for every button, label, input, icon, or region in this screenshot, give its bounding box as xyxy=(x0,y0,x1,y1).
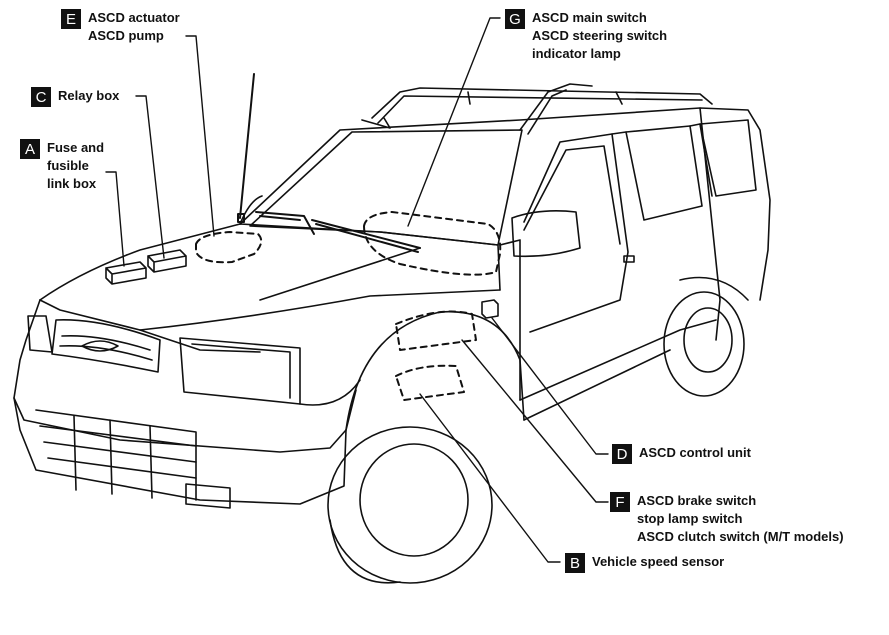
leader-e xyxy=(185,35,215,237)
callout-b-line-1: Vehicle speed sensor xyxy=(592,554,725,569)
callout-b: B Vehicle speed sensor xyxy=(565,553,724,573)
control-unit-outline xyxy=(395,310,477,351)
callout-d-line-1: ASCD control unit xyxy=(639,445,751,460)
callout-c-text: Relay box xyxy=(58,87,119,105)
callout-d-text: ASCD control unit xyxy=(639,444,751,462)
callout-f-line-3: ASCD clutch switch (M/T models) xyxy=(637,529,844,544)
callout-d-badge: D xyxy=(612,444,632,464)
grille xyxy=(51,319,161,373)
switch-outline xyxy=(363,211,502,276)
relay-box-shape xyxy=(147,249,187,273)
front-bumper xyxy=(13,397,347,505)
callout-f: F ASCD brake switch stop lamp switch ASC… xyxy=(610,492,844,546)
callout-c-badge: C xyxy=(31,87,51,107)
components xyxy=(105,249,499,319)
vehicle-body xyxy=(13,107,771,584)
rear-wheel xyxy=(663,291,745,397)
callout-a-text: Fuse and fusible link box xyxy=(47,139,104,193)
callout-f-badge: F xyxy=(610,492,630,512)
fog-lamp xyxy=(185,483,231,509)
callout-e-text: ASCD actuator ASCD pump xyxy=(88,9,180,45)
callout-e-badge: E xyxy=(61,9,81,29)
leader-a xyxy=(105,171,125,267)
callout-g-line-3: indicator lamp xyxy=(532,46,621,61)
roof-rack xyxy=(361,83,713,135)
callout-g: G ASCD main switch ASCD steering switch … xyxy=(505,9,667,63)
callout-f-line-1: ASCD brake switch xyxy=(637,493,757,508)
leader-c xyxy=(135,95,165,259)
callout-e: E ASCD actuator ASCD pump xyxy=(61,9,180,45)
callout-f-text: ASCD brake switch stop lamp switch ASCD … xyxy=(637,492,844,546)
callout-c: C Relay box xyxy=(31,87,119,107)
leader-lines xyxy=(105,17,609,563)
callout-b-badge: B xyxy=(565,553,585,573)
callout-e-line-2: ASCD pump xyxy=(88,28,164,43)
callout-a-line-1: Fuse and xyxy=(47,140,105,155)
leader-f xyxy=(461,339,609,503)
callout-g-line-1: ASCD main switch xyxy=(532,10,647,25)
antenna xyxy=(237,73,255,223)
callout-e-line-1: ASCD actuator xyxy=(88,10,180,25)
callout-g-text: ASCD main switch ASCD steering switch in… xyxy=(532,9,667,63)
callout-a: A Fuse and fusible link box xyxy=(20,139,104,193)
callout-g-badge: G xyxy=(505,9,525,29)
leader-d xyxy=(491,317,609,455)
callout-a-badge: A xyxy=(20,139,40,159)
leader-g xyxy=(407,17,501,227)
fuse-box-shape xyxy=(105,261,147,285)
side-mirror xyxy=(511,210,581,258)
callout-g-line-2: ASCD steering switch xyxy=(532,28,668,43)
callout-a-line-3: link box xyxy=(47,176,97,191)
callout-d: D ASCD control unit xyxy=(612,444,751,464)
callout-a-line-2: fusible xyxy=(47,158,89,173)
callout-f-line-2: stop lamp switch xyxy=(637,511,743,526)
control-unit-shape xyxy=(481,299,499,319)
speed-sensor-outline xyxy=(395,364,465,401)
callout-c-line-1: Relay box xyxy=(58,88,120,103)
front-wheel xyxy=(327,426,493,584)
actuator-outline xyxy=(195,231,263,264)
leader-b xyxy=(419,393,561,563)
callout-b-text: Vehicle speed sensor xyxy=(592,553,724,571)
left-headlight xyxy=(27,315,53,353)
wiper-left xyxy=(255,211,315,235)
dashed-outlines xyxy=(195,211,502,401)
